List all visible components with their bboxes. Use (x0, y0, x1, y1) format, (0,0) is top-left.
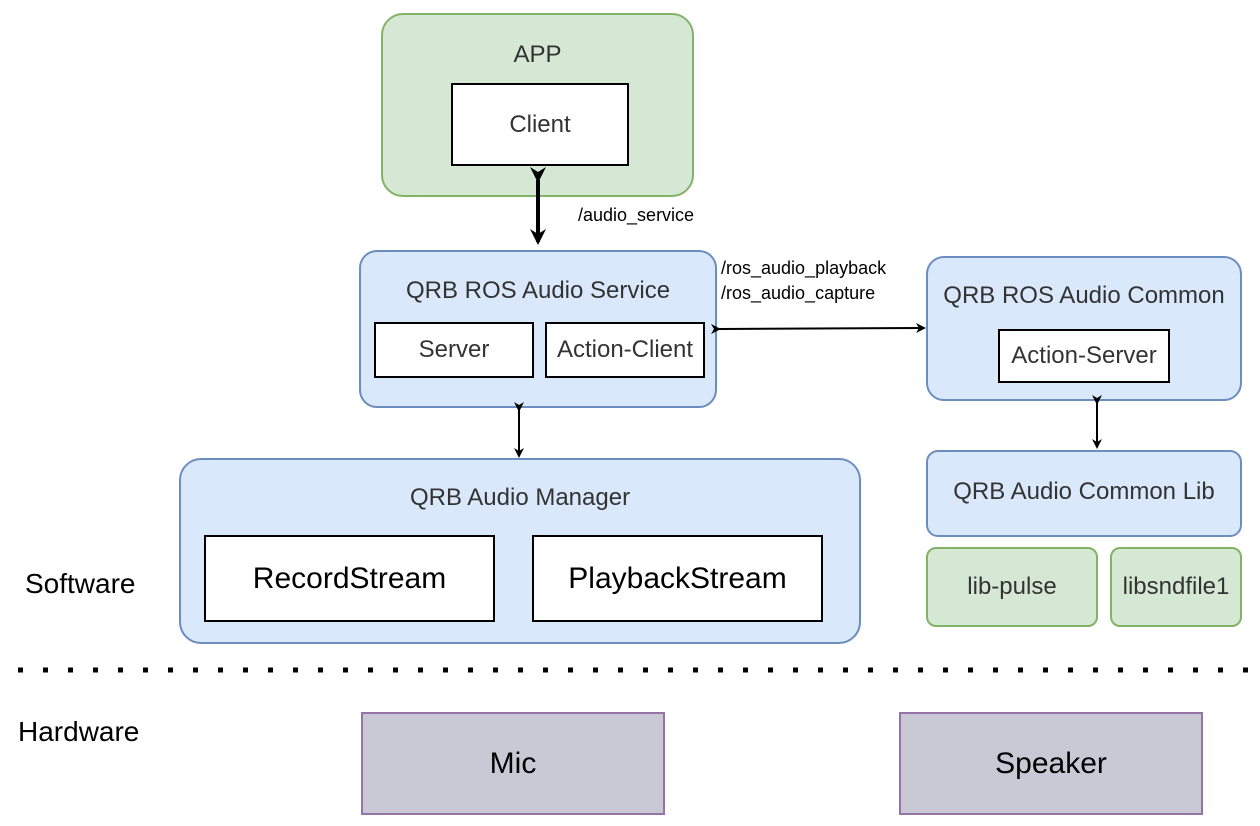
mic-box: Mic (361, 712, 665, 815)
ros-audio-playback-label: /ros_audio_playback (721, 258, 887, 278)
action-server-box: Action-Server (998, 329, 1170, 383)
playback-stream-box: PlaybackStream (532, 535, 823, 622)
server-label: Server (418, 336, 490, 363)
action-client-box: Action-Client (545, 322, 705, 378)
action-server-label: Action-Server (1011, 342, 1157, 369)
speaker-box: Speaker (899, 712, 1203, 815)
ros-audio-service-title: QRB ROS Audio Service (405, 277, 671, 304)
client-label: Client (509, 110, 571, 138)
libsndfile-label: libsndfile1 (1122, 573, 1230, 600)
hardware-label: Hardware (18, 716, 140, 747)
record-stream-box: RecordStream (204, 535, 495, 622)
software-label: Software (25, 568, 136, 599)
audio-common-lib-container: QRB Audio Common Lib (926, 450, 1242, 537)
speaker-label: Speaker (995, 746, 1107, 780)
audio-service-label: /audio_service (578, 205, 695, 225)
audio-common-lib-title: QRB Audio Common Lib (953, 478, 1215, 505)
playback-stream-label: PlaybackStream (568, 561, 787, 595)
arrow-service-common (710, 323, 926, 335)
app-title: APP (513, 41, 562, 68)
lib-pulse-box: lib-pulse (926, 547, 1098, 627)
client-box: Client (451, 83, 629, 166)
server-box: Server (374, 322, 534, 378)
audio-manager-title: QRB Audio Manager (409, 484, 631, 511)
ros-audio-common-title: QRB ROS Audio Common (943, 282, 1225, 309)
record-stream-label: RecordStream (252, 561, 447, 595)
ros-audio-capture-label: /ros_audio_capture (721, 283, 876, 303)
mic-label: Mic (489, 746, 537, 780)
lib-pulse-label: lib-pulse (967, 573, 1057, 600)
libsndfile-box: libsndfile1 (1110, 547, 1242, 627)
action-client-label: Action-Client (556, 336, 694, 363)
